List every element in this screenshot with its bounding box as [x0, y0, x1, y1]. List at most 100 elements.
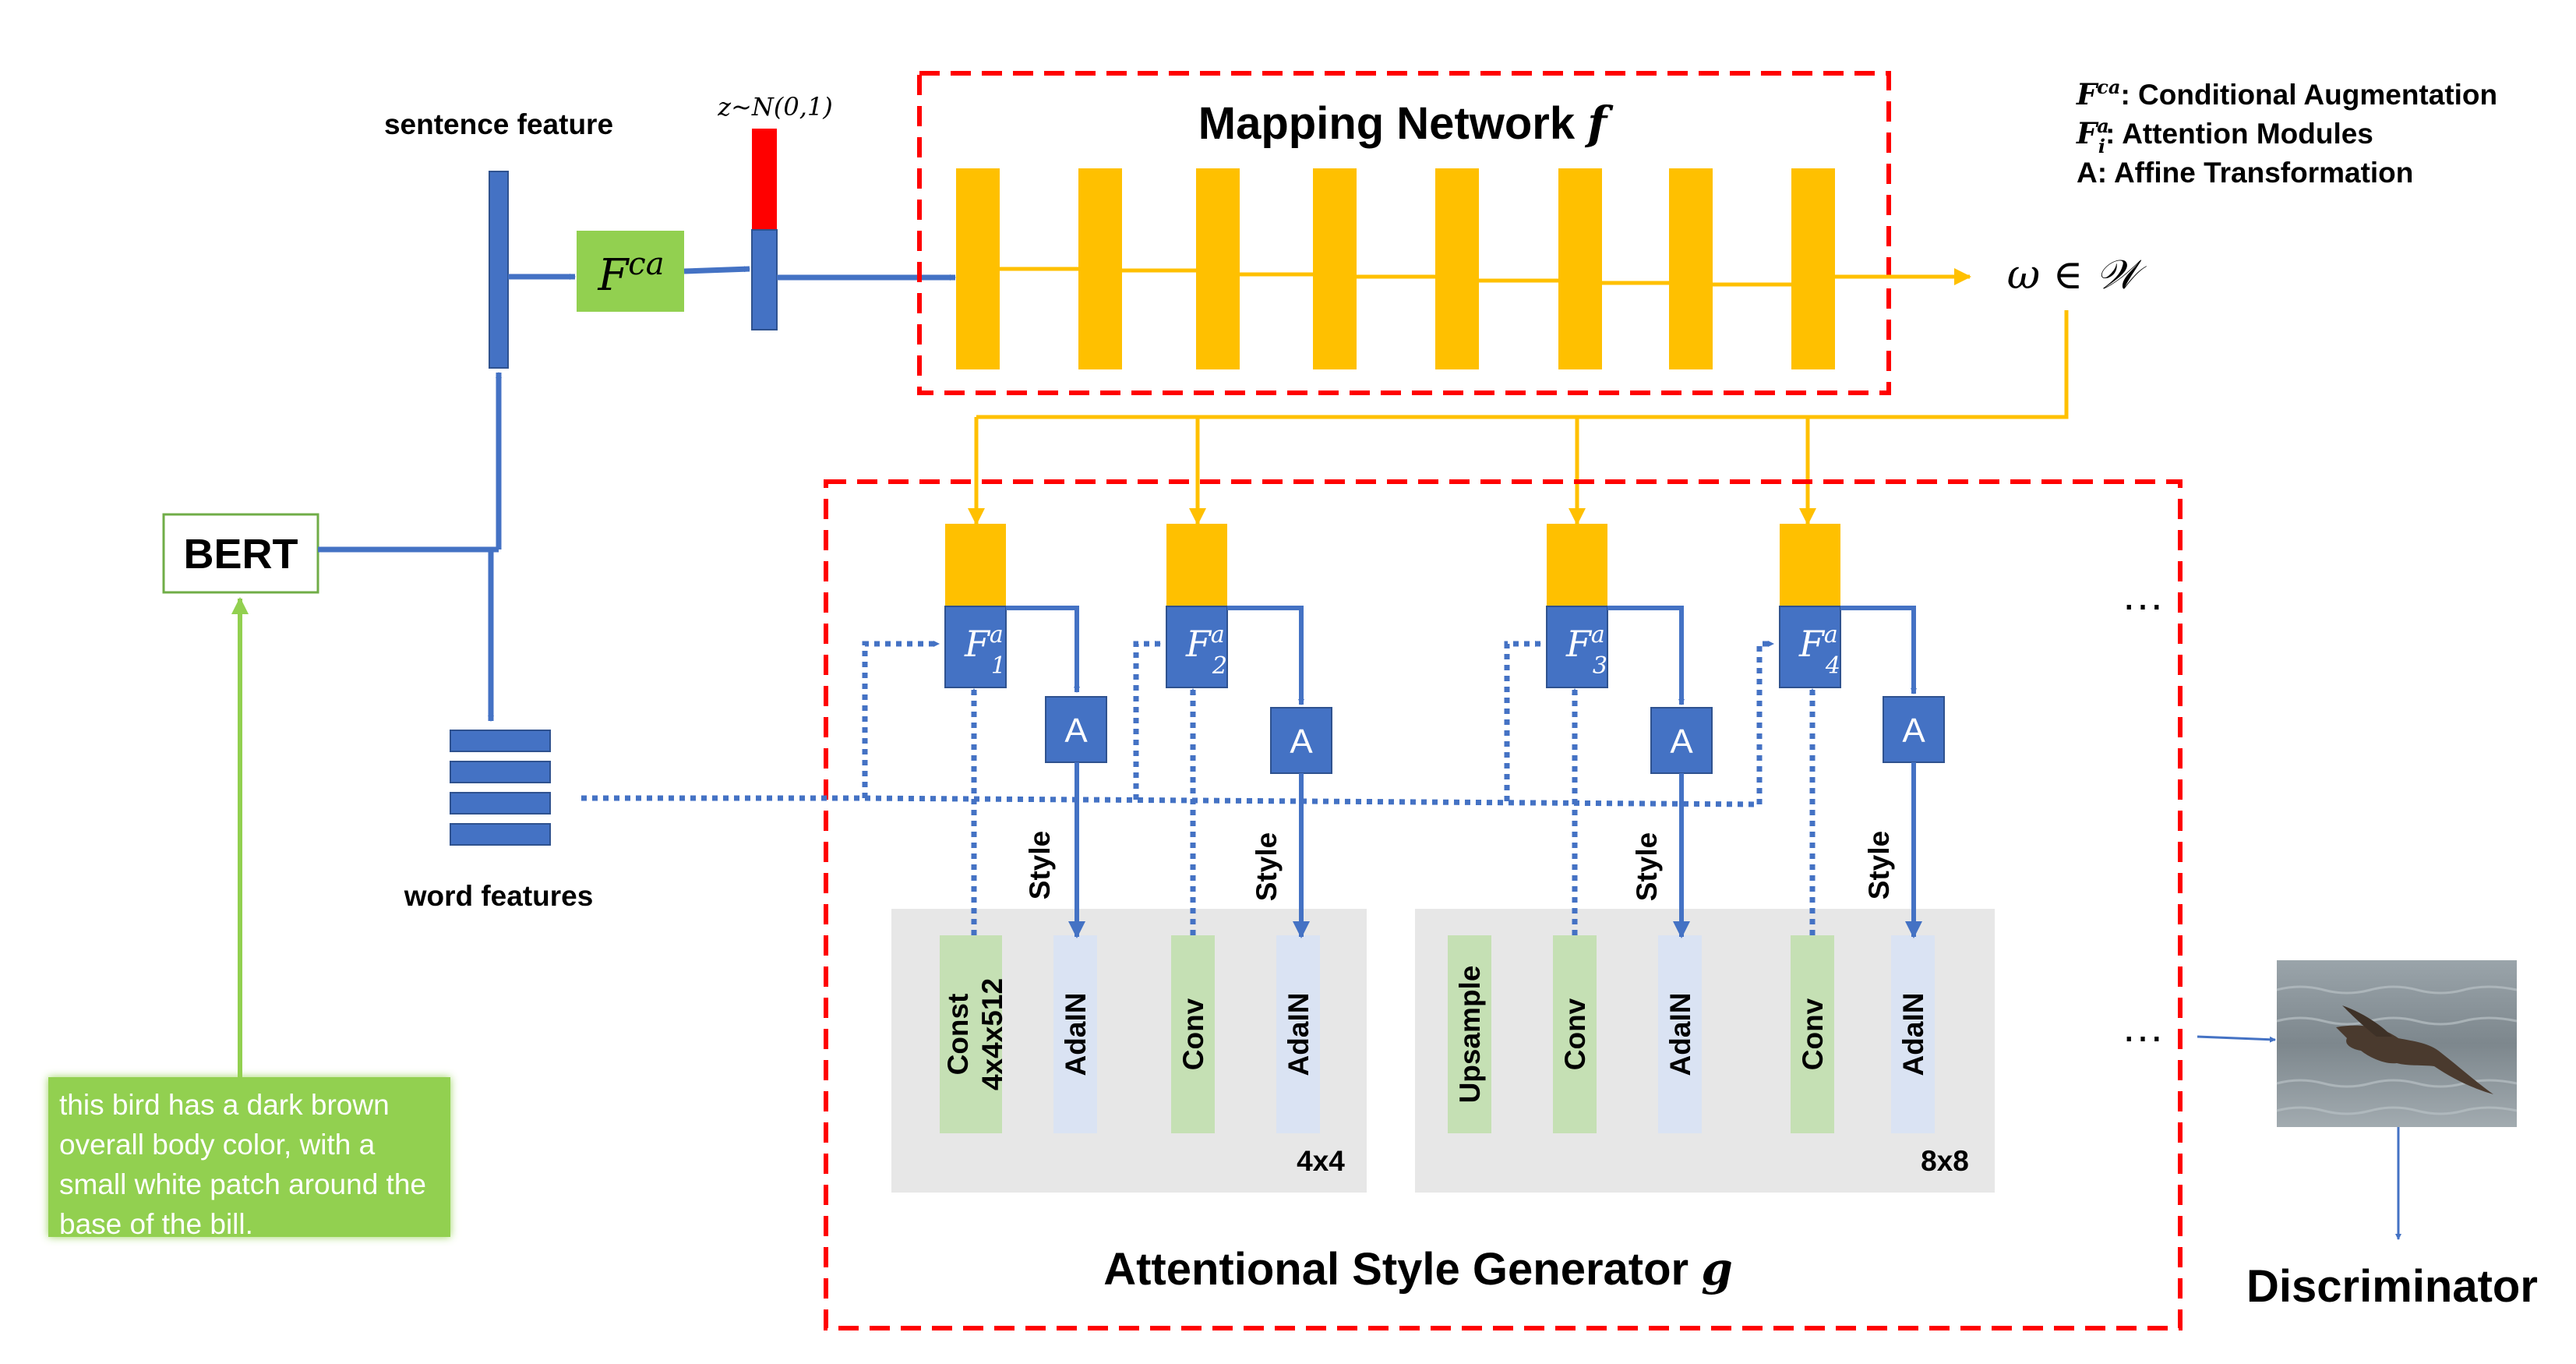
sentence-feature-label: sentence feature	[384, 108, 613, 140]
word-feature-bar	[450, 792, 551, 815]
word-feature-bar	[450, 823, 551, 846]
attention-module-3	[1546, 606, 1608, 688]
adain-label: AdaIN	[1897, 993, 1929, 1076]
attention-style-input	[945, 524, 1006, 606]
adain-label: AdaIN	[1060, 993, 1092, 1076]
word-to-attention-connector-4	[1756, 641, 1774, 804]
style-label: Style	[1631, 832, 1663, 901]
word-to-attention-connector-2	[1133, 641, 1161, 800]
mapping-connections	[1000, 267, 1791, 287]
affine-label: A	[1290, 723, 1313, 761]
wave-pattern	[2276, 985, 2518, 1115]
attention-to-affine-arrow-3	[1607, 606, 1685, 705]
conv-layer	[1791, 935, 1834, 1133]
z-noise-label: z~N(0,1)	[717, 92, 833, 122]
bert-box	[162, 513, 319, 594]
upsample-label: Upsample	[1454, 966, 1486, 1104]
attention-module-4	[1779, 606, 1841, 688]
discriminator-label: Discriminator	[2246, 1261, 2538, 1312]
word-features-label: word features	[404, 880, 594, 912]
adain-label: AdaIN	[1664, 993, 1696, 1076]
conditional-augmentation-box	[577, 231, 684, 312]
affine-label: A	[1902, 712, 1925, 750]
conv-label: Conv	[1177, 998, 1209, 1070]
style-label: Style	[1024, 831, 1056, 899]
style-bus-line	[976, 310, 2069, 419]
latent-noise-segment	[752, 129, 777, 230]
attention-module-1	[944, 606, 1007, 688]
ellipsis-upper: …	[2121, 570, 2165, 619]
sentence-feature-bar	[489, 171, 509, 369]
attention-module-2	[1166, 606, 1228, 688]
bird-wing	[2342, 1005, 2392, 1037]
const-layer	[940, 935, 1002, 1133]
style-label: Style	[1251, 832, 1283, 901]
mapping-layer	[1196, 168, 1240, 369]
mapping-layer	[1669, 168, 1713, 369]
mapping-layer	[1558, 168, 1602, 369]
mapping-layer	[956, 168, 1000, 369]
attention-to-affine-arrow-2	[1227, 606, 1304, 705]
affine-box-2	[1270, 707, 1332, 774]
conv-label: Conv	[1559, 998, 1591, 1070]
affine-box-3	[1650, 707, 1713, 774]
attention-to-affine-arrow-4	[1840, 606, 1917, 694]
style-distribution-lines	[968, 310, 2069, 525]
mapping-layer	[1078, 168, 1122, 369]
generated-bird-image	[2276, 960, 2518, 1127]
word-features-bars	[450, 730, 551, 846]
mapping-network-frame	[917, 71, 1891, 395]
conv-label: Conv	[1797, 998, 1829, 1070]
mapping-layer	[1435, 168, 1479, 369]
attention-to-affine-arrow-1	[1006, 606, 1080, 693]
upsample-layer	[1448, 935, 1491, 1133]
adain-layer	[1891, 935, 1935, 1133]
affine-box-4	[1883, 696, 1945, 763]
generator-title: Attentional Style Generator g	[1103, 1242, 1733, 1295]
block-size-label-8x8: 8x8	[1921, 1145, 1969, 1177]
affine-label: A	[1064, 712, 1088, 750]
legend-item-affine-transformation: A: Affine Transformation	[2077, 157, 2413, 189]
generator-frame	[824, 479, 2183, 1330]
attention-style-input	[1166, 524, 1227, 606]
word-to-attention-connector-1	[862, 641, 940, 798]
attention-style-input	[1547, 524, 1607, 606]
omega-label: ω ∈ 𝒲	[2007, 252, 2147, 299]
fca-label: Fca	[597, 246, 664, 301]
bird-silhouette	[2336, 1025, 2493, 1094]
adain-layer	[1053, 935, 1097, 1133]
adain-layer	[1276, 935, 1320, 1133]
legend-item-conditional-augmentation: Fca: Conditional Augmentation	[2076, 76, 2497, 111]
input-text-caption: this bird has a dark brown overall body …	[48, 1077, 450, 1240]
attention-style-input	[1780, 524, 1840, 606]
conv-layer	[1553, 935, 1597, 1133]
const-layer-label: Const4x4x512	[942, 978, 1008, 1090]
mapping-layer	[1313, 168, 1357, 369]
generator-layers: Const4x4x512 AdaIN Conv AdaIN Upsample C…	[940, 935, 1935, 1133]
affine-box-1	[1045, 696, 1107, 763]
bert-label: BERT	[184, 531, 298, 578]
mapping-network-title: Mapping Network f	[1198, 97, 1614, 150]
word-feature-bar	[450, 761, 551, 783]
fca-to-latent-arrow	[683, 266, 750, 274]
word-feature-bus	[581, 795, 1760, 807]
adain-layer	[1658, 935, 1702, 1133]
mapping-layer	[1791, 168, 1835, 369]
ellipsis-lower: …	[2121, 1002, 2165, 1051]
word-to-attention-connector-3	[1504, 641, 1541, 801]
adain-label: AdaIN	[1283, 993, 1314, 1076]
generator-to-output-arrow	[2197, 1035, 2276, 1043]
conv-layer	[1171, 935, 1215, 1133]
latent-sentence-segment	[751, 229, 778, 330]
mapping-layers	[956, 168, 1835, 369]
